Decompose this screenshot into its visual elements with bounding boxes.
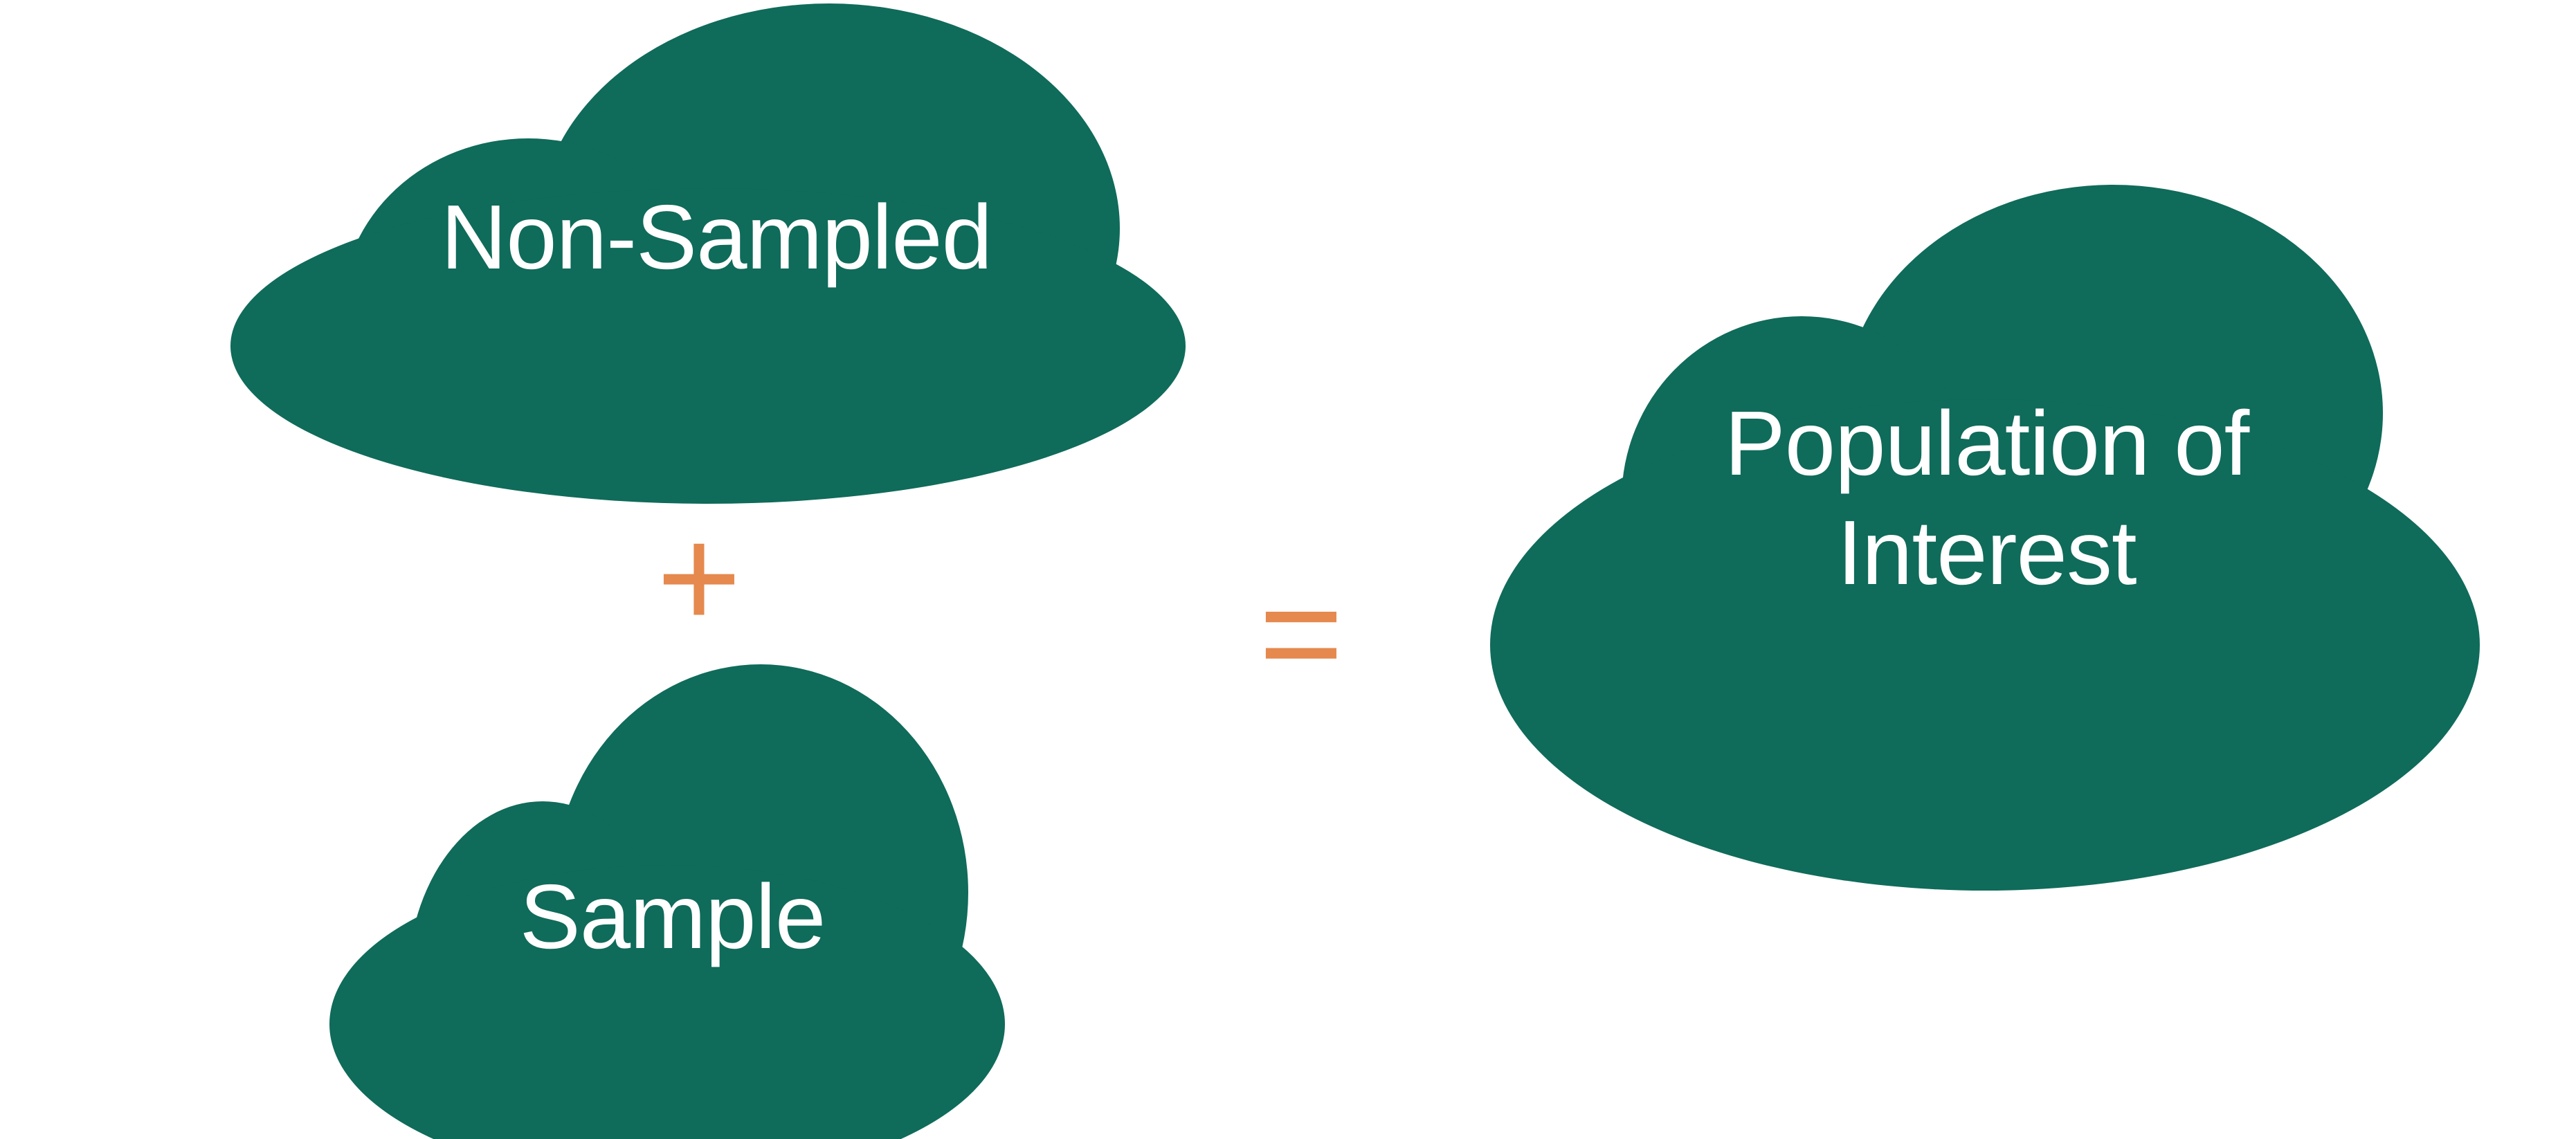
cloud-shape-icon [329,664,1005,1139]
cloud-shape-icon [1490,185,2480,891]
cloud-population-of-interest[interactable]: Population of Interest [1490,174,2483,894]
cloud-shape-icon [230,3,1186,504]
cloud-non-sampled[interactable]: Non-Sampled [230,0,1202,505]
plus-sign-icon: + [656,496,742,659]
equals-sign-icon: = [1258,552,1344,714]
cloud-sample[interactable]: Sample [328,657,1017,1139]
